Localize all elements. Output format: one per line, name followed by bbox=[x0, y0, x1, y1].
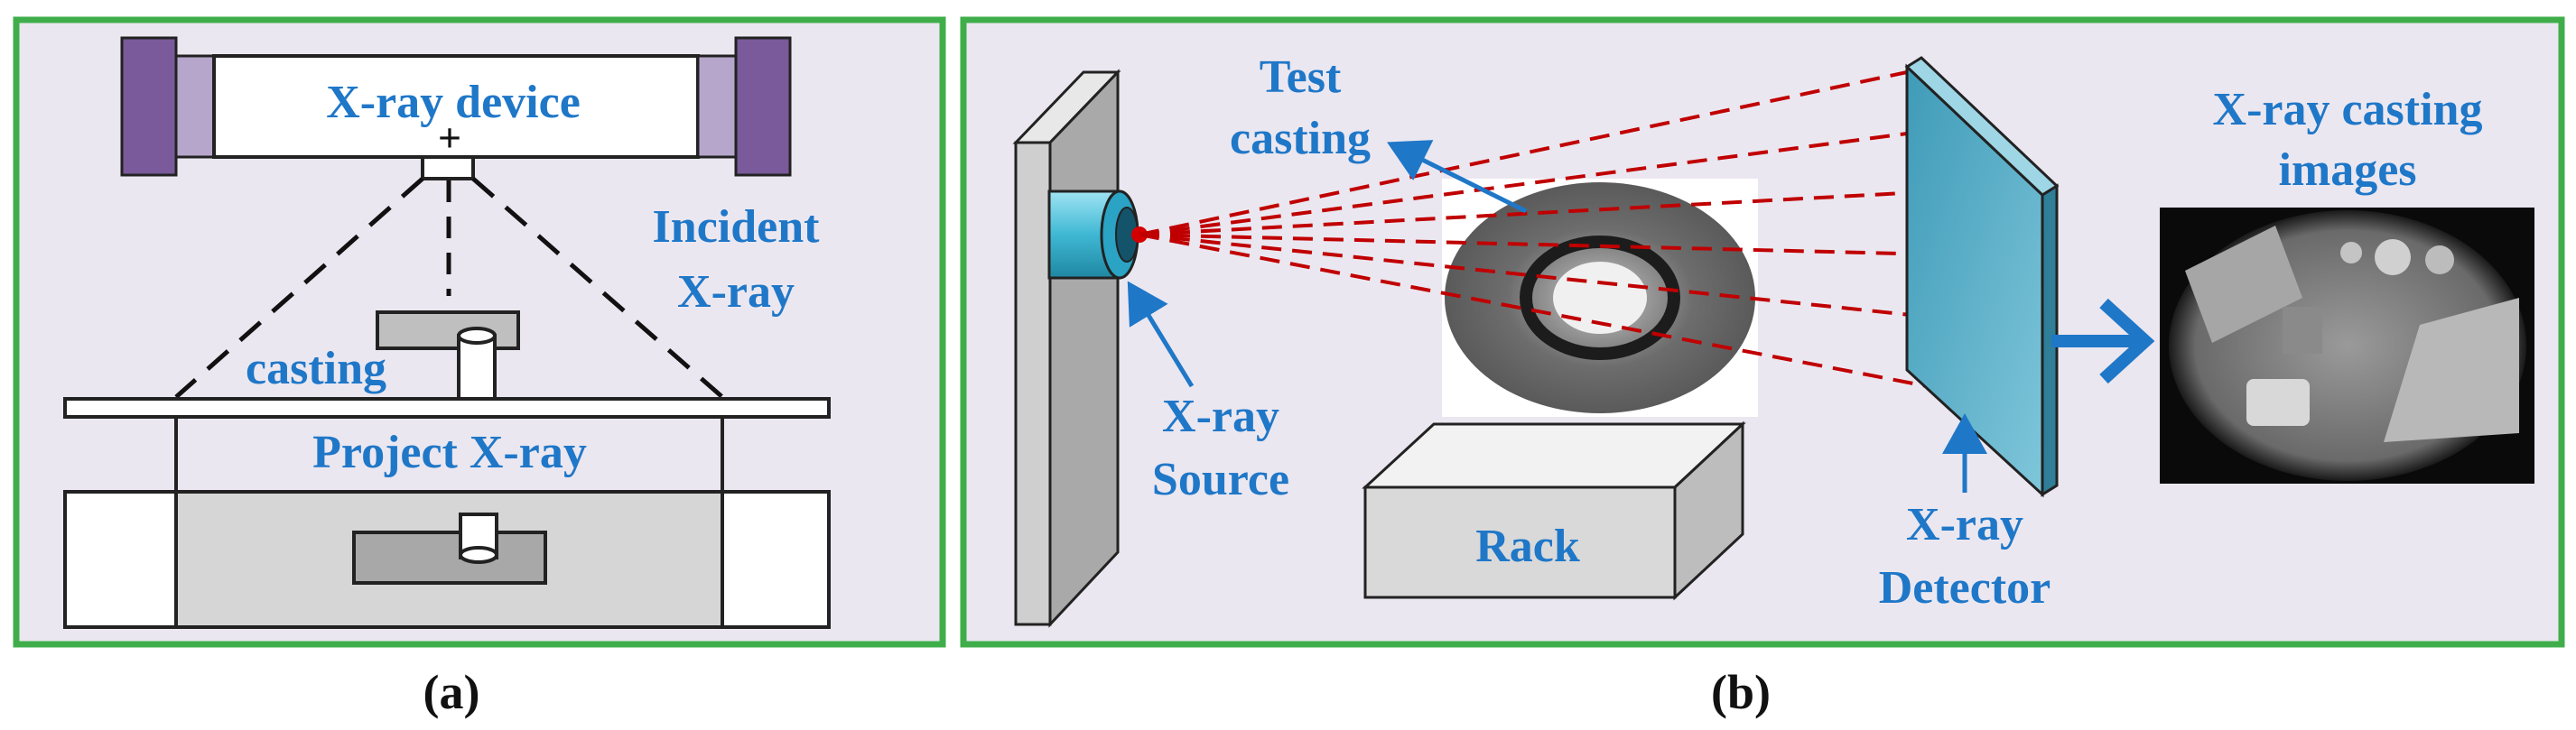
stand-face bbox=[1014, 141, 1052, 626]
image-hole-2 bbox=[2425, 245, 2454, 274]
beam-line-2 bbox=[1139, 132, 1908, 236]
beam-line-3 bbox=[1139, 189, 1938, 236]
casting-boss bbox=[457, 334, 497, 401]
casting-object bbox=[376, 310, 520, 401]
image-window bbox=[2246, 379, 2310, 426]
images-label-line1: X-ray casting bbox=[2213, 84, 2483, 135]
output-arrow-head bbox=[2099, 298, 2155, 384]
beam-line-1 bbox=[1139, 70, 1908, 236]
rack-side bbox=[1673, 420, 1744, 601]
device-right-collar bbox=[696, 54, 738, 159]
test-casting-label-line1: Test bbox=[1260, 51, 1342, 103]
incident-label-line2: X-ray bbox=[677, 266, 795, 318]
rack-label: Rack bbox=[1475, 521, 1580, 572]
output-arrow bbox=[2051, 298, 2155, 384]
device-emitter bbox=[421, 155, 475, 180]
projection-housing bbox=[63, 417, 831, 629]
xray-device-label: X-ray device bbox=[326, 77, 581, 128]
project-xray-label: Project X-ray bbox=[312, 427, 587, 478]
xray-source bbox=[1047, 189, 1148, 280]
images-label-line2: images bbox=[2278, 144, 2416, 196]
beam-edge-left bbox=[174, 177, 424, 399]
panel-b: Rack bbox=[960, 16, 2565, 719]
stand-side bbox=[1048, 69, 1120, 628]
source-stand bbox=[1012, 69, 1121, 628]
device-left-cap bbox=[120, 36, 178, 177]
xray-casting-image bbox=[2160, 208, 2534, 484]
source-crosshair: + bbox=[438, 115, 461, 161]
panel-b-caption: (b) bbox=[1711, 665, 1771, 719]
xray-device: X-ray device + bbox=[120, 36, 792, 180]
casting-label: casting bbox=[246, 343, 386, 394]
image-block bbox=[2283, 307, 2322, 354]
xray-detector bbox=[1904, 56, 2060, 498]
device-left-collar bbox=[174, 54, 216, 159]
image-spoke-left bbox=[2185, 226, 2302, 343]
casting-ring bbox=[1520, 236, 1680, 360]
detector-label-line1: X-ray bbox=[1906, 499, 2023, 550]
source-label-line1: X-ray bbox=[1162, 391, 1279, 442]
device-right-cap bbox=[734, 36, 792, 177]
casting-boss-top bbox=[457, 327, 497, 345]
beam-line-4 bbox=[1139, 233, 1938, 256]
test-casting-pointer bbox=[1387, 140, 1528, 214]
beam-line-6 bbox=[1139, 233, 1938, 390]
panel-a: X-ray device + Incident X-ray casting Pr… bbox=[13, 16, 946, 719]
beam-edge-right bbox=[471, 177, 724, 399]
source-label-line2: Source bbox=[1152, 454, 1289, 505]
panel-a-caption: (a) bbox=[423, 665, 480, 719]
image-hole-1 bbox=[2375, 239, 2411, 275]
projected-boss-bottom bbox=[459, 546, 498, 564]
beam-lines bbox=[1139, 70, 1938, 390]
detector-label-line2: Detector bbox=[1879, 562, 2051, 614]
table-plate bbox=[63, 397, 831, 419]
detector-top bbox=[1904, 56, 2060, 197]
beam-line-5 bbox=[1139, 233, 1938, 319]
projected-flange bbox=[352, 531, 547, 585]
test-casting-label-line2: casting bbox=[1230, 113, 1371, 164]
image-spoke-right bbox=[2384, 298, 2519, 442]
incident-label-line1: Incident bbox=[653, 201, 821, 253]
casting-flange bbox=[376, 310, 520, 350]
rack: Rack bbox=[1362, 420, 1746, 601]
source-pointer bbox=[1127, 281, 1195, 388]
image-hole-3 bbox=[2340, 242, 2362, 263]
device-body bbox=[212, 54, 700, 159]
